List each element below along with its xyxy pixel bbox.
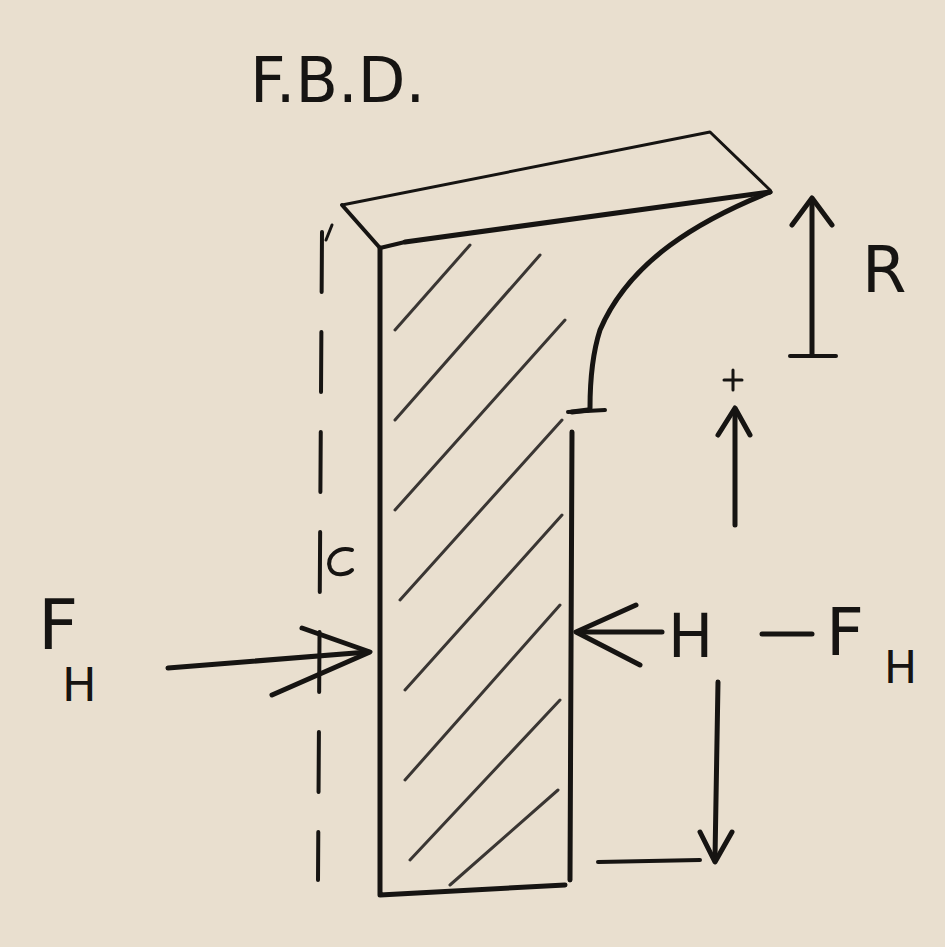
hatching [395,245,565,885]
gate-edge [380,248,565,895]
force-label: F [38,590,78,660]
arrowhead [576,605,640,665]
force-arrow [578,630,662,635]
dimension-label: H [668,606,713,666]
gate-edge [326,225,332,240]
title: F.B.D. [250,50,425,112]
subscript: H [62,662,97,708]
dash [762,632,812,637]
wall-line [318,232,322,880]
arrowhead [272,628,370,695]
tick [790,354,836,358]
arrowhead [700,832,732,862]
subscript: H [884,646,917,690]
force-label: R [862,238,906,302]
force-arrow [810,200,815,355]
dimension-line [733,410,738,525]
gate-edge [342,205,405,248]
tick [598,860,700,862]
gate-edge [342,132,770,205]
force-label: F [826,600,864,666]
gate-edge [570,432,572,880]
plus-mark [724,370,742,390]
arrowhead [792,198,832,225]
arrowhead [718,408,750,435]
dimension-line [715,682,718,858]
hinge-mark [329,549,352,574]
gate-curve [590,192,770,408]
tick [568,410,605,412]
